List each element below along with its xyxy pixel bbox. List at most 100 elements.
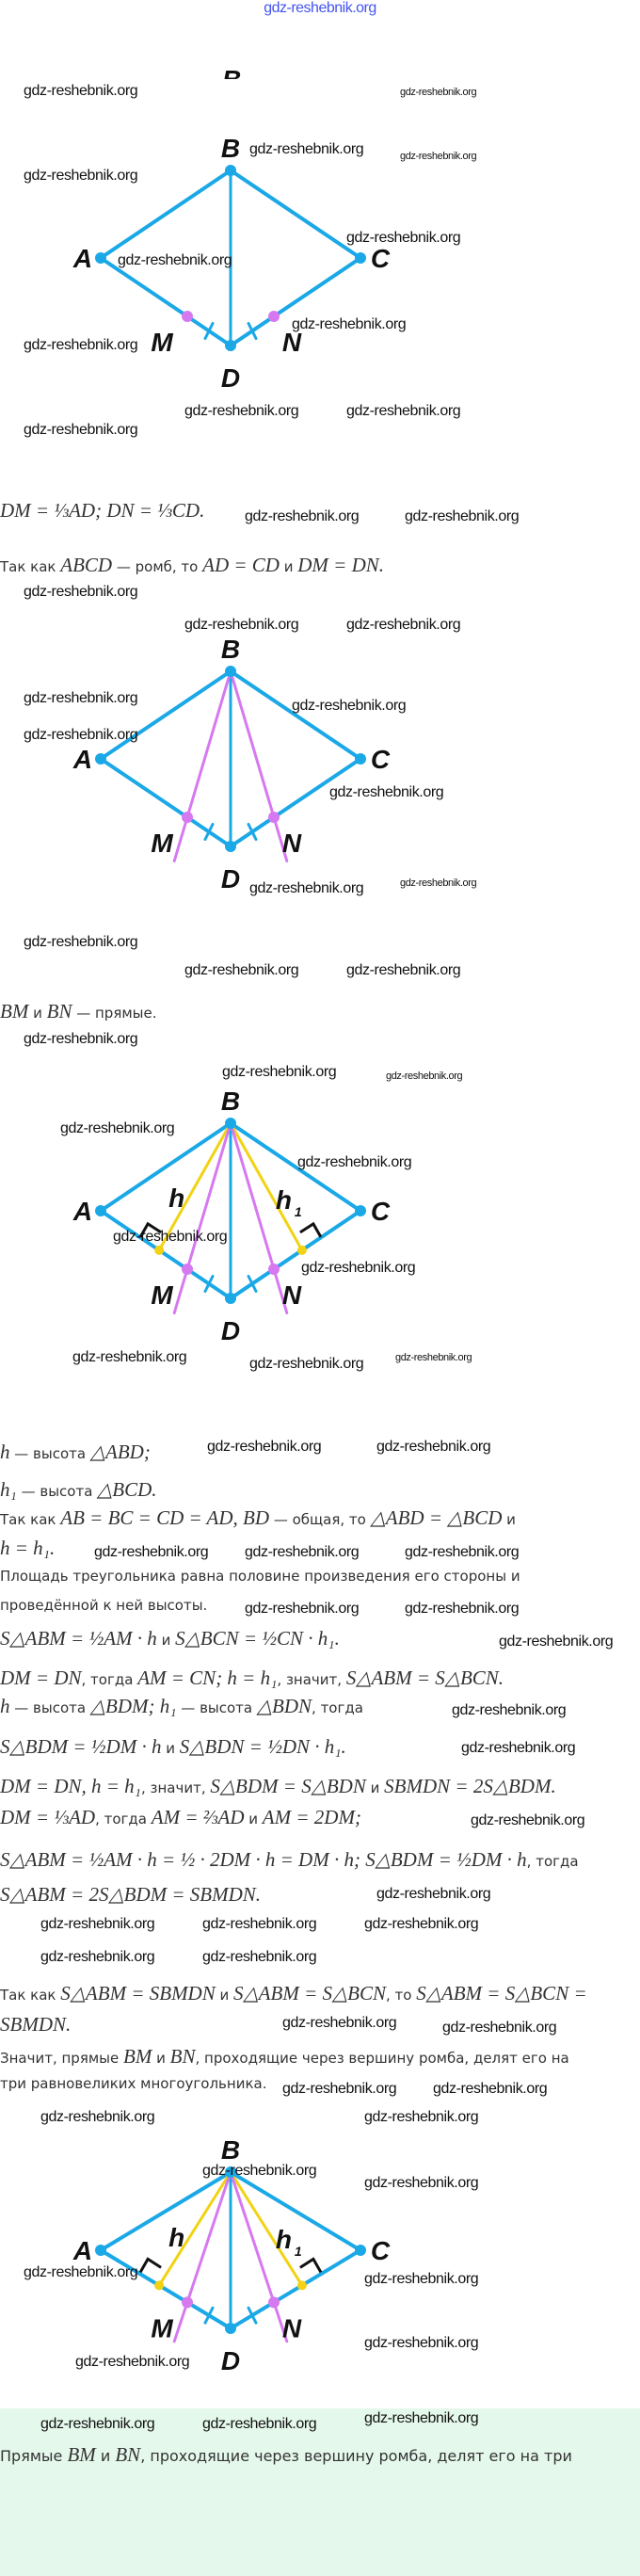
text: , тогда <box>81 1671 138 1688</box>
text: — общая, то <box>269 1511 371 1528</box>
watermark: gdz-reshebnik.org <box>471 1812 585 1828</box>
math: DM = ⅓AD <box>0 1806 96 1828</box>
math: S△ABM = ½AM · h <box>0 1627 157 1650</box>
watermark: gdz-reshebnik.org <box>245 508 360 524</box>
watermark: gdz-reshebnik.org <box>346 617 461 633</box>
watermark: gdz-reshebnik.org <box>301 1260 416 1276</box>
vertex-point <box>225 165 236 176</box>
watermark: gdz-reshebnik.org <box>40 2416 155 2432</box>
watermark: gdz-reshebnik.org <box>24 422 138 438</box>
text: , проходящие через вершину ромба, делят … <box>140 2447 572 2465</box>
text-line: S△ABM = 2S△BDM = SBMDN. <box>0 1883 261 1907</box>
text: и <box>279 558 298 575</box>
watermark: gdz-reshebnik.org <box>24 337 138 353</box>
tick-mark <box>247 322 258 340</box>
foot-point <box>154 2280 165 2291</box>
vertex-point <box>225 666 236 677</box>
label-h1: h <box>276 2225 292 2254</box>
watermark: gdz-reshebnik.org <box>72 1349 187 1365</box>
math: DM = DN, h = h₁ <box>0 1775 141 1797</box>
site-header-link[interactable]: gdz-reshebnik.org <box>264 0 376 16</box>
label-a: A <box>72 2236 92 2265</box>
math: DM = DN. <box>297 554 385 576</box>
label-a: A <box>72 1197 92 1226</box>
label-d: D <box>221 864 240 894</box>
line-bm <box>172 2170 232 2343</box>
watermark: gdz-reshebnik.org <box>184 962 299 978</box>
text: Так как <box>0 558 61 575</box>
watermark: gdz-reshebnik.org <box>400 87 477 98</box>
math: AD = CD <box>202 554 280 576</box>
math: AM = ⅔AD <box>151 1806 245 1828</box>
text: Так как <box>0 1987 61 2004</box>
watermark: gdz-reshebnik.org <box>364 2175 479 2191</box>
label-d: D <box>221 1316 240 1345</box>
label-h1-sub: 1 <box>295 2244 302 2259</box>
text-line: Так как AB = BC = CD = AD, BD — общая, т… <box>0 1506 516 1530</box>
math: ABCD <box>60 554 113 576</box>
right-angle-mark <box>138 1221 162 1238</box>
watermark: gdz-reshebnik.org <box>405 508 520 524</box>
line-bn <box>229 2170 289 2343</box>
right-angle-mark <box>299 1221 323 1238</box>
label-n: N <box>282 328 302 357</box>
tick-mark <box>203 1275 215 1293</box>
vertex-point <box>95 2245 106 2256</box>
watermark: gdz-reshebnik.org <box>184 617 299 633</box>
text: Площадь треугольника равна половине прои… <box>0 1568 520 1585</box>
side-ab <box>99 2170 232 2252</box>
math: h <box>0 1441 10 1463</box>
math: S△BDM = S△BDN <box>210 1775 366 1797</box>
watermark: gdz-reshebnik.org <box>499 1634 614 1650</box>
label-c: C <box>371 1197 391 1226</box>
watermark: gdz-reshebnik.org <box>202 1916 317 1932</box>
line-bn <box>229 1121 289 1314</box>
line-bm <box>172 669 232 862</box>
text: и <box>502 1511 516 1528</box>
math: h = h₁. <box>0 1537 56 1559</box>
text: три равновеликих многоугольника. <box>0 2075 267 2092</box>
height-h1 <box>229 1121 304 1252</box>
vertex-point <box>225 2166 236 2178</box>
text-line: BM и BN — прямые. <box>0 1000 157 1023</box>
watermark: gdz-reshebnik.org <box>395 1352 472 1363</box>
watermark: gdz-reshebnik.org <box>400 151 477 162</box>
watermark: gdz-reshebnik.org <box>364 2109 479 2125</box>
math: △ABD = △BCD <box>370 1506 503 1529</box>
foot-point <box>296 2280 307 2291</box>
answer-box: Прямые BM и BN, проходящие через вершину… <box>0 2408 640 2576</box>
math: AB = BC = CD = AD, BD <box>60 1506 270 1529</box>
tick-mark <box>203 2306 215 2325</box>
foot-point <box>296 1245 307 1255</box>
watermark: gdz-reshebnik.org <box>461 1740 576 1756</box>
label-n: N <box>282 2313 302 2343</box>
text-line: h — высота △BDM; h₁ — высота △BDN, тогда <box>0 1695 363 1718</box>
label-d: D <box>221 2346 240 2375</box>
vertex-point <box>95 753 106 765</box>
midpoint <box>182 1264 193 1275</box>
watermark: gdz-reshebnik.org <box>400 877 477 889</box>
text: проведённой к ней высоты. <box>0 1597 208 1614</box>
watermark: gdz-reshebnik.org <box>40 2109 155 2125</box>
midpoint <box>182 311 193 322</box>
text: , значит, <box>140 1779 211 1796</box>
label-m: M <box>151 2313 173 2343</box>
watermark: gdz-reshebnik.org <box>364 2410 479 2426</box>
label-a: A <box>72 745 92 774</box>
label-c: C <box>371 745 391 774</box>
label-m: M <box>151 328 173 357</box>
text: и <box>244 1811 263 1827</box>
height-h <box>157 2170 232 2287</box>
watermark: gdz-reshebnik.org <box>282 2081 397 2097</box>
text: Значит, прямые <box>0 2050 124 2067</box>
math: h₁ <box>0 1478 17 1501</box>
watermark: gdz-reshebnik.org <box>405 1544 520 1560</box>
height-h1 <box>229 2170 304 2287</box>
math: BM <box>0 1000 29 1022</box>
text-line: h = h₁. <box>0 1537 55 1560</box>
watermark: gdz-reshebnik.org <box>249 1356 364 1372</box>
watermark: gdz-reshebnik.org <box>24 168 138 184</box>
text-line: DM = DN, тогда AM = CN; h = h₁, значит, … <box>0 1666 504 1690</box>
text: — высота <box>9 1445 90 1462</box>
